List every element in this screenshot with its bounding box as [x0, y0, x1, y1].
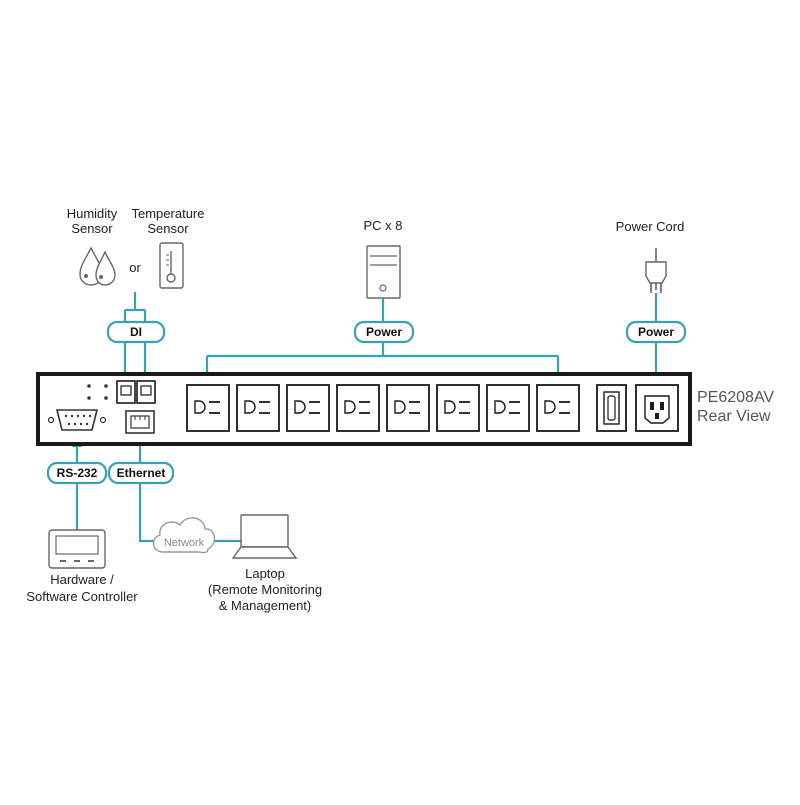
- power-outlets-tag: Power: [353, 320, 415, 344]
- humidity-label-line1: Humidity: [67, 206, 118, 221]
- pc-tower-icon: [366, 245, 401, 299]
- di-ports: [116, 380, 156, 404]
- hardware-controller-icon: [48, 529, 106, 569]
- laptop-label-line3: & Management): [219, 598, 312, 613]
- ethernet-tag: Ethernet: [107, 461, 175, 485]
- view-label: Rear View: [697, 408, 771, 425]
- power-input-tag-label: Power: [638, 325, 674, 339]
- di-tag: DI: [106, 320, 166, 344]
- outlet: [236, 384, 280, 432]
- humidity-label-line2: Sensor: [71, 221, 113, 236]
- network-label: Network: [164, 537, 205, 549]
- temperature-label-line1: Temperature: [132, 206, 205, 221]
- power-switch: [596, 384, 627, 432]
- rs232-port: [47, 409, 107, 431]
- thermometer-icon: [159, 242, 184, 289]
- outlet: [436, 384, 480, 432]
- outlet: [186, 384, 230, 432]
- laptop-label-line2: (Remote Monitoring: [208, 582, 322, 597]
- controller-label-line1: Hardware /: [50, 572, 114, 587]
- outlet: [536, 384, 580, 432]
- power-outlets: [186, 384, 580, 432]
- temperature-label-line2: Sensor: [147, 221, 189, 236]
- di-tag-label: DI: [130, 325, 142, 339]
- network-cloud-icon: Network: [152, 517, 216, 554]
- status-led-dots: [87, 384, 108, 400]
- or-label: or: [129, 260, 141, 275]
- ethernet-tag-label: Ethernet: [117, 466, 166, 480]
- outlet: [286, 384, 330, 432]
- power-input-tag: Power: [625, 320, 687, 344]
- ethernet-port: [125, 410, 155, 434]
- model-name: PE6208AV: [697, 389, 774, 406]
- laptop-icon: [231, 514, 298, 559]
- power-inlet: [635, 384, 679, 432]
- pc-label: PC x 8: [363, 218, 402, 233]
- pe6208av-rear-panel: [36, 372, 692, 446]
- outlet: [486, 384, 530, 432]
- rs232-tag-label: RS-232: [57, 466, 98, 480]
- power-plug-icon: [645, 248, 667, 293]
- controller-label-line2: Software Controller: [26, 589, 138, 604]
- power-cord-label: Power Cord: [616, 219, 685, 234]
- rs232-tag: RS-232: [46, 461, 108, 485]
- outlet: [386, 384, 430, 432]
- laptop-label-line1: Laptop: [245, 566, 285, 581]
- power-outlets-tag-label: Power: [366, 325, 402, 339]
- outlet: [336, 384, 380, 432]
- humidity-drops-icon: [79, 246, 116, 286]
